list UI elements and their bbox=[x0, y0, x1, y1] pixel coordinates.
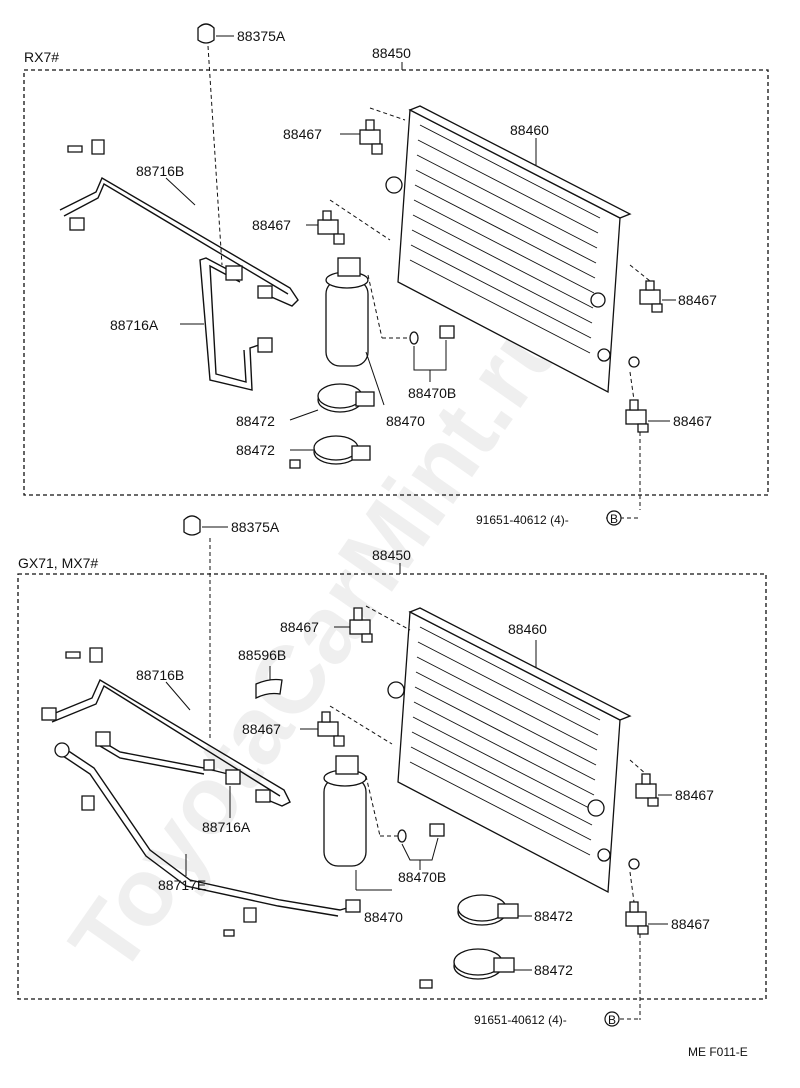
clamp-88472-b[interactable] bbox=[419, 948, 515, 989]
label-bracket-a: 88467 bbox=[283, 126, 322, 142]
section-rx7: RX7# 88375A 88450 bbox=[23, 23, 769, 527]
label-bracket-c: 88467 bbox=[675, 787, 714, 803]
pipe-88716b[interactable] bbox=[59, 139, 299, 307]
pipe-88716a[interactable] bbox=[95, 731, 241, 785]
cap-88375a[interactable] bbox=[197, 23, 223, 266]
bracket-88467-mid[interactable] bbox=[317, 199, 391, 245]
bracket-88467-right[interactable] bbox=[629, 264, 663, 313]
label-cap: 88375A bbox=[231, 519, 280, 535]
label-oring-set: 88470B bbox=[408, 385, 456, 401]
label-assembly: 88450 bbox=[372, 547, 411, 563]
label-pipe-b: 88716B bbox=[136, 163, 184, 179]
label-bolt: 91651-40612 (4)- bbox=[474, 1013, 567, 1027]
label-condenser: 88460 bbox=[510, 122, 549, 138]
bracket-88467-bottom[interactable] bbox=[625, 858, 649, 1020]
label-clamp-b: 88472 bbox=[534, 962, 573, 978]
receiver-88470[interactable] bbox=[323, 755, 400, 867]
bracket-88467-mid[interactable] bbox=[317, 705, 393, 747]
oring-set-88470b[interactable] bbox=[397, 823, 445, 843]
clamp-88472-a[interactable] bbox=[317, 383, 375, 413]
label-clamp-a: 88472 bbox=[534, 908, 573, 924]
label-seal: 88596B bbox=[238, 647, 286, 663]
label-bracket-a: 88467 bbox=[280, 619, 319, 635]
condenser-88460[interactable] bbox=[385, 105, 632, 394]
label-receiver: 88470 bbox=[386, 413, 425, 429]
bolt-ref-circle bbox=[606, 510, 622, 526]
label-pipe-a: 88716A bbox=[202, 819, 251, 835]
label-condenser: 88460 bbox=[508, 621, 547, 637]
label-bracket-b: 88467 bbox=[252, 217, 291, 233]
pipe-88717e[interactable] bbox=[54, 742, 361, 937]
label-pipe-e: 88717E bbox=[158, 877, 206, 893]
doc-code: ME F011-E bbox=[688, 1045, 748, 1059]
oring-set-88470b[interactable] bbox=[409, 325, 455, 345]
pipe-88716b[interactable] bbox=[41, 647, 291, 807]
clamp-88472-a[interactable] bbox=[457, 894, 519, 926]
condenser-88460[interactable] bbox=[387, 607, 632, 894]
bracket-88467-top[interactable] bbox=[359, 107, 406, 155]
pipe-88716a[interactable] bbox=[199, 257, 273, 391]
receiver-88470[interactable] bbox=[325, 257, 412, 367]
label-receiver: 88470 bbox=[364, 909, 403, 925]
label-bracket-d: 88467 bbox=[673, 413, 712, 429]
condenser-fins bbox=[409, 626, 601, 856]
label-assembly: 88450 bbox=[372, 45, 411, 61]
label-cap: 88375A bbox=[237, 28, 286, 44]
cap-88375a[interactable] bbox=[183, 515, 211, 740]
model-label: GX71, MX7# bbox=[18, 555, 98, 571]
section-frame bbox=[17, 573, 767, 1000]
clamp-88472-b[interactable] bbox=[289, 435, 371, 469]
label-bracket-d: 88467 bbox=[671, 916, 710, 932]
bracket-88467-right[interactable] bbox=[629, 759, 659, 807]
label-bracket-b: 88467 bbox=[242, 721, 281, 737]
label-bracket-c: 88467 bbox=[678, 292, 717, 308]
section-gx71-mx7: GX71, MX7# 88375A 88450 bbox=[17, 515, 767, 1027]
model-label: RX7# bbox=[24, 49, 59, 65]
label-bolt-ref: B bbox=[608, 1013, 616, 1027]
label-oring-set: 88470B bbox=[398, 869, 446, 885]
label-clamp-b: 88472 bbox=[236, 442, 275, 458]
label-bolt-ref: B bbox=[610, 512, 618, 526]
bolt-ref-circle bbox=[604, 1011, 620, 1027]
seal-88596b[interactable] bbox=[255, 678, 283, 700]
section-frame bbox=[23, 69, 769, 496]
bracket-88467-top[interactable] bbox=[349, 605, 411, 643]
label-pipe-b: 88716B bbox=[136, 667, 184, 683]
bracket-88467-bottom[interactable] bbox=[625, 356, 649, 510]
label-pipe-a: 88716A bbox=[110, 317, 159, 333]
label-bolt: 91651-40612 (4)- bbox=[476, 513, 569, 527]
label-clamp-a: 88472 bbox=[236, 413, 275, 429]
condenser-fins bbox=[409, 124, 601, 354]
